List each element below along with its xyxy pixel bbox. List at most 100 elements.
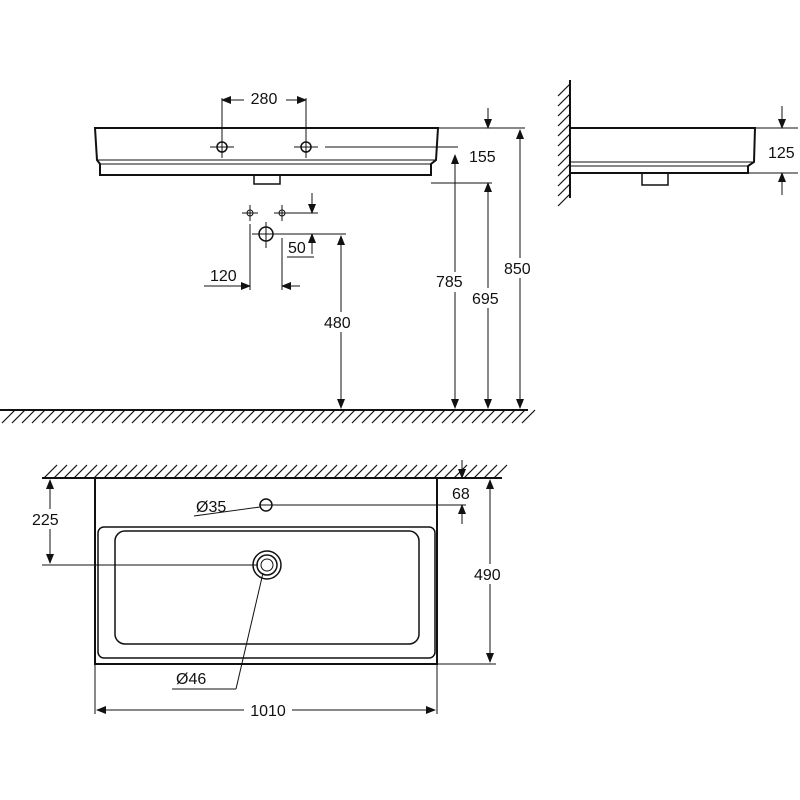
dim-label-155: 155 bbox=[469, 149, 496, 166]
hatch-line bbox=[253, 464, 268, 479]
hatch-line bbox=[557, 143, 571, 157]
hatch-line bbox=[481, 409, 496, 424]
hatch-line bbox=[183, 464, 198, 479]
front-view: 280 155 785 695 850 bbox=[0, 86, 538, 424]
hatch-line bbox=[341, 409, 356, 424]
hatch-line bbox=[21, 409, 36, 424]
hatch-line bbox=[441, 409, 456, 424]
drain-outline bbox=[253, 175, 281, 185]
hatch-line bbox=[511, 409, 526, 424]
hatch-line bbox=[131, 409, 146, 424]
hatch-line bbox=[143, 464, 158, 479]
hatch-line bbox=[393, 464, 408, 479]
waste-outlet-icon bbox=[252, 222, 280, 248]
hatch-line bbox=[103, 464, 118, 479]
hatch-line bbox=[313, 464, 328, 479]
hatch-line bbox=[11, 409, 26, 424]
hatch-line bbox=[501, 409, 516, 424]
hatch-line bbox=[191, 409, 206, 424]
hatch-line bbox=[181, 409, 196, 424]
dim-label-280: 280 bbox=[251, 91, 278, 108]
dim-label-125: 125 bbox=[768, 145, 795, 162]
hatch-line bbox=[133, 464, 148, 479]
hatch-line bbox=[363, 464, 378, 479]
hatch-line bbox=[483, 464, 498, 479]
hatch-line bbox=[233, 464, 248, 479]
hatch-line bbox=[557, 183, 571, 197]
hatch-line bbox=[431, 409, 446, 424]
dim-label-490: 490 bbox=[474, 567, 501, 584]
hatch-line bbox=[557, 113, 571, 127]
hatch-line bbox=[193, 464, 208, 479]
hatch-line bbox=[333, 464, 348, 479]
hatch-line bbox=[423, 464, 438, 479]
hatch-line bbox=[421, 409, 436, 424]
hatch-line bbox=[161, 409, 176, 424]
hatch-line bbox=[63, 464, 78, 479]
hatch-line bbox=[521, 409, 536, 424]
hatch-line bbox=[291, 409, 306, 424]
hatch-line bbox=[557, 153, 571, 167]
hatch-line bbox=[403, 464, 418, 479]
dim-label-480: 480 bbox=[324, 315, 351, 332]
hatch-line bbox=[123, 464, 138, 479]
hatch-line bbox=[273, 464, 288, 479]
supply-point-left-icon bbox=[242, 205, 258, 221]
hatch-line bbox=[31, 409, 46, 424]
hatch-line bbox=[381, 409, 396, 424]
top-view: Ø35 Ø46 225 68 490 1010 bbox=[30, 460, 508, 720]
hatch-line bbox=[83, 464, 98, 479]
hatch-line bbox=[311, 409, 326, 424]
hatch-line bbox=[281, 409, 296, 424]
dim-label-50: 50 bbox=[288, 240, 306, 257]
hatch-line bbox=[141, 409, 156, 424]
dim-label-drain-diameter: Ø46 bbox=[176, 671, 206, 688]
basin-front-outline bbox=[93, 127, 440, 176]
hatch-line bbox=[171, 409, 186, 424]
hatch-line bbox=[493, 464, 508, 479]
hatch-line bbox=[451, 409, 466, 424]
hatch-line bbox=[61, 409, 76, 424]
dim-label-68: 68 bbox=[452, 486, 470, 503]
hatch-line bbox=[261, 409, 276, 424]
hatch-line bbox=[491, 409, 506, 424]
hatch-line bbox=[231, 409, 246, 424]
hatch-line bbox=[303, 464, 318, 479]
hatch-line bbox=[293, 464, 308, 479]
floor-hatch bbox=[0, 409, 536, 424]
hatch-line bbox=[351, 409, 366, 424]
hatch-line bbox=[221, 409, 236, 424]
hatch-line bbox=[557, 173, 571, 187]
hatch-line bbox=[343, 464, 358, 479]
dim-label-785: 785 bbox=[436, 274, 463, 291]
hatch-line bbox=[163, 464, 178, 479]
basin-top-outline bbox=[94, 477, 438, 665]
hatch-line bbox=[391, 409, 406, 424]
dim-label-850: 850 bbox=[504, 261, 531, 278]
hatch-line bbox=[353, 464, 368, 479]
dim-label-225: 225 bbox=[32, 512, 59, 529]
hatch-line bbox=[371, 409, 386, 424]
hatch-line bbox=[121, 409, 136, 424]
basin-side-outline bbox=[570, 127, 757, 174]
hatch-line bbox=[223, 464, 238, 479]
hatch-line bbox=[557, 103, 571, 117]
hatch-line bbox=[203, 464, 218, 479]
hatch-line bbox=[433, 464, 448, 479]
hatch-line bbox=[91, 409, 106, 424]
hatch-line bbox=[383, 464, 398, 479]
hatch-line bbox=[557, 83, 571, 97]
hatch-line bbox=[251, 409, 266, 424]
hatch-line bbox=[101, 409, 116, 424]
hatch-line bbox=[323, 464, 338, 479]
hatch-line bbox=[557, 163, 571, 177]
hatch-line bbox=[43, 464, 58, 479]
hatch-line bbox=[463, 464, 478, 479]
hatch-line bbox=[413, 464, 428, 479]
hatch-line bbox=[401, 409, 416, 424]
dim-label-tap-diameter: Ø35 bbox=[196, 499, 226, 516]
hatch-line bbox=[173, 464, 188, 479]
dim-label-120: 120 bbox=[210, 268, 237, 285]
dim-label-695: 695 bbox=[472, 291, 499, 308]
hatch-line bbox=[361, 409, 376, 424]
